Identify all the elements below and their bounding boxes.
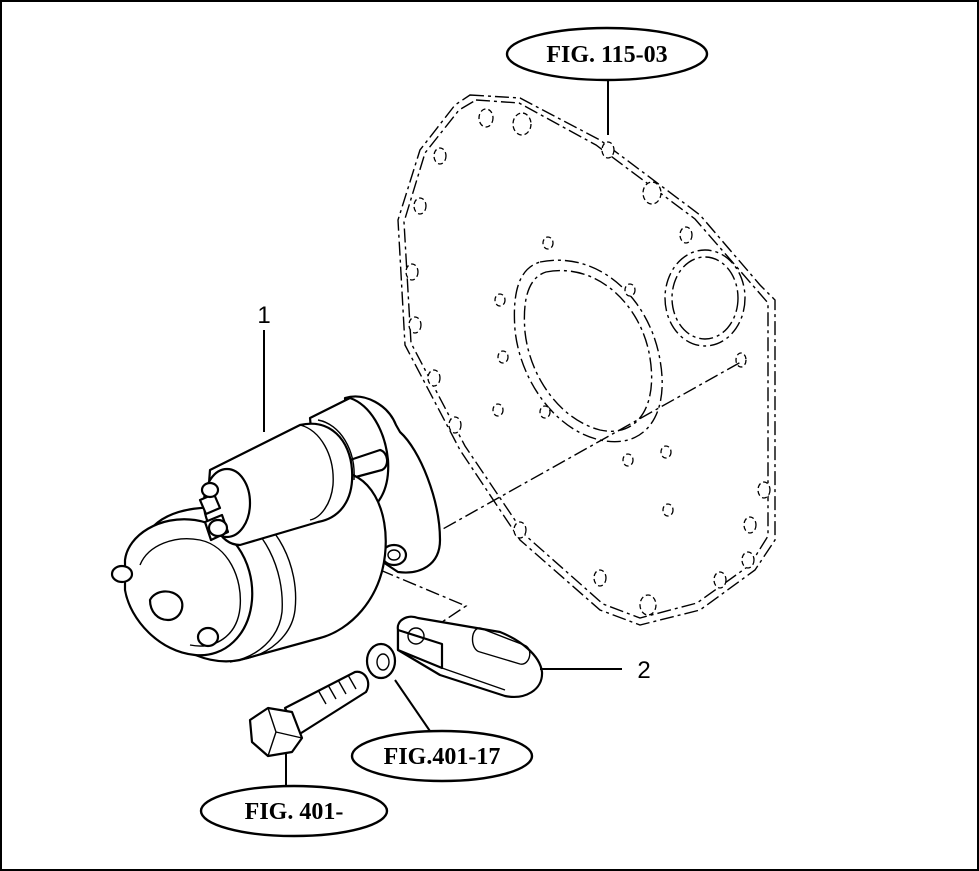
end-plate-phantom xyxy=(397,94,776,626)
callout-fig-401-17[interactable]: FIG.401-17 xyxy=(350,729,534,783)
callout-fig-401[interactable]: FIG. 401- xyxy=(199,784,389,838)
item-number-2: 2 xyxy=(637,657,650,684)
washer xyxy=(365,642,397,680)
bolt xyxy=(248,670,370,758)
callout-fig-115-03-label: FIG. 115-03 xyxy=(546,42,667,68)
callout-fig-401-label: FIG. 401- xyxy=(245,799,344,825)
mounting-center-line xyxy=(399,361,742,554)
item-number-1: 1 xyxy=(257,302,270,329)
callout-fig-401-17-label: FIG.401-17 xyxy=(384,744,501,770)
starter-motor xyxy=(110,395,442,663)
callout-fig-115-03[interactable]: FIG. 115-03 xyxy=(505,26,709,82)
leader-fig-401-17 xyxy=(394,679,433,735)
bracket xyxy=(396,615,544,698)
